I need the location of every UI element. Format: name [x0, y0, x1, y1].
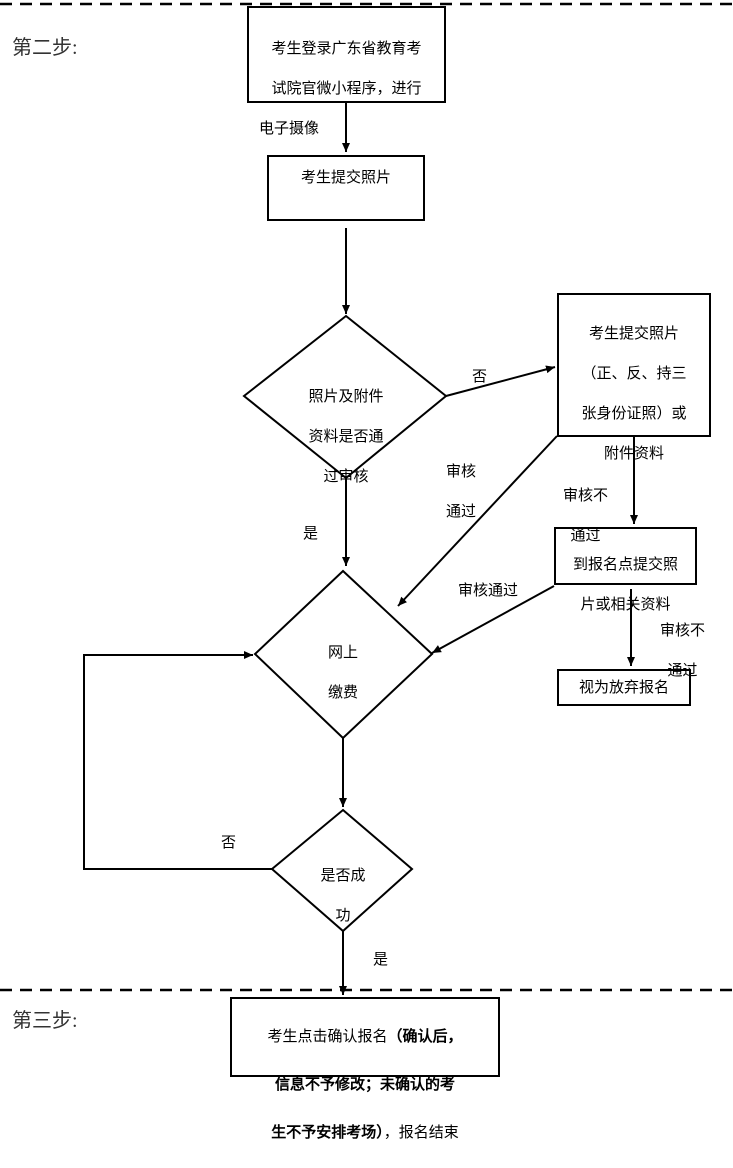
arrow-resubmit-pass-to-pay: [397, 435, 558, 607]
resubmit-line-4: 附件资料: [603, 444, 664, 462]
give-up-box: [557, 669, 691, 706]
edge-label-review-fail-1: 审核不 通过: [563, 465, 608, 565]
arrow-site-pass-to-pay: [431, 585, 555, 654]
resubmit-line-2: （正、反、持三: [581, 364, 687, 382]
give-up-text: 视为放弃报名: [578, 678, 669, 696]
pay-line-2: 缴费: [327, 683, 358, 701]
confirm-line-3-bold: 生不予安排考场）: [271, 1123, 384, 1141]
edge-label-review-pass-1-line-2: 通过: [446, 502, 477, 520]
login-line-2: 试院官微小程序，进行: [271, 79, 422, 97]
resubmit-box: [557, 293, 711, 437]
submit-photo-box: [267, 155, 425, 221]
edge-label-review-fail-2-line-1: 审核不: [660, 621, 706, 639]
step-three-label: 第三步:: [12, 1010, 78, 1032]
edge-label-review-pass-1-line-1: 审核: [446, 462, 477, 480]
review-decision-line-2: 资料是否通: [308, 427, 384, 445]
success-decision-line-1: 是否成: [320, 866, 366, 884]
edge-label-review-fail-2: 审核不 通过: [660, 600, 705, 700]
success-decision-text: 是否成 功: [303, 845, 383, 945]
resubmit-text: 考生提交照片 （正、反、持三 张身份证照）或 附件资料: [559, 303, 709, 483]
pay-text: 网上 缴费: [303, 622, 383, 722]
review-decision-text: 照片及附件 资料是否通 过审核: [286, 366, 406, 506]
login-line-1: 考生登录广东省教育考: [271, 39, 422, 57]
confirm-line-2-bold: 信息不予修改；未确认的考: [274, 1075, 455, 1093]
arrow-success-no-loop-to-pay: [83, 651, 272, 870]
edge-label-review-fail-2-line-2: 通过: [667, 661, 698, 679]
login-box: [247, 6, 446, 103]
edge-label-review-fail-1-line-1: 审核不: [563, 486, 609, 504]
edge-label-review-pass-2: 审核通过: [458, 581, 519, 599]
step-two-label: 第二步:: [12, 37, 78, 59]
login-text: 考生登录广东省教育考 试院官微小程序，进行 电子摄像: [249, 18, 444, 158]
site-submit-text: 到报名点提交照 片或相关资料: [556, 534, 695, 634]
review-decision-line-3: 过审核: [323, 467, 369, 485]
edge-label-yes-1: 是: [303, 524, 319, 542]
edge-label-review-pass-1: 审核 通过: [446, 441, 476, 541]
review-decision-line-1: 照片及附件: [308, 387, 384, 405]
confirm-line-3-plain: ，报名结束: [383, 1123, 459, 1141]
confirm-text: 考生点击确认报名（确认后， 信息不予修改；未确认的考 生不予安排考场），报名结束: [232, 1000, 498, 1168]
confirm-line-3: 生不予安排考场），报名结束: [232, 1120, 498, 1144]
pay-line-1: 网上: [327, 643, 358, 661]
edge-label-no-2: 否: [221, 833, 237, 851]
arrow-review-no-to-resubmit: [445, 365, 556, 397]
site-submit-line-2: 片或相关资料: [580, 595, 671, 613]
edge-label-no-1: 否: [472, 367, 488, 385]
success-decision-line-2: 功: [335, 906, 351, 924]
flowchart-canvas: [0, 2, 733, 995]
site-submit-box: [554, 527, 697, 585]
confirm-line-1: 考生点击确认报名（确认后，: [232, 1024, 498, 1048]
resubmit-line-3: 张身份证照）或: [581, 404, 687, 422]
login-line-3: 电子摄像: [259, 119, 320, 137]
edge-label-yes-2: 是: [373, 950, 389, 968]
submit-photo-text: 考生提交照片: [300, 168, 391, 186]
edge-label-review-fail-1-line-2: 通过: [570, 526, 601, 544]
site-submit-line-1: 到报名点提交照: [572, 555, 678, 573]
confirm-line-1-plain: 考生点击确认报名: [267, 1027, 388, 1045]
confirm-line-1-bold: （确认后，: [387, 1027, 463, 1045]
resubmit-line-1: 考生提交照片: [588, 324, 679, 342]
confirm-box: [230, 997, 500, 1077]
